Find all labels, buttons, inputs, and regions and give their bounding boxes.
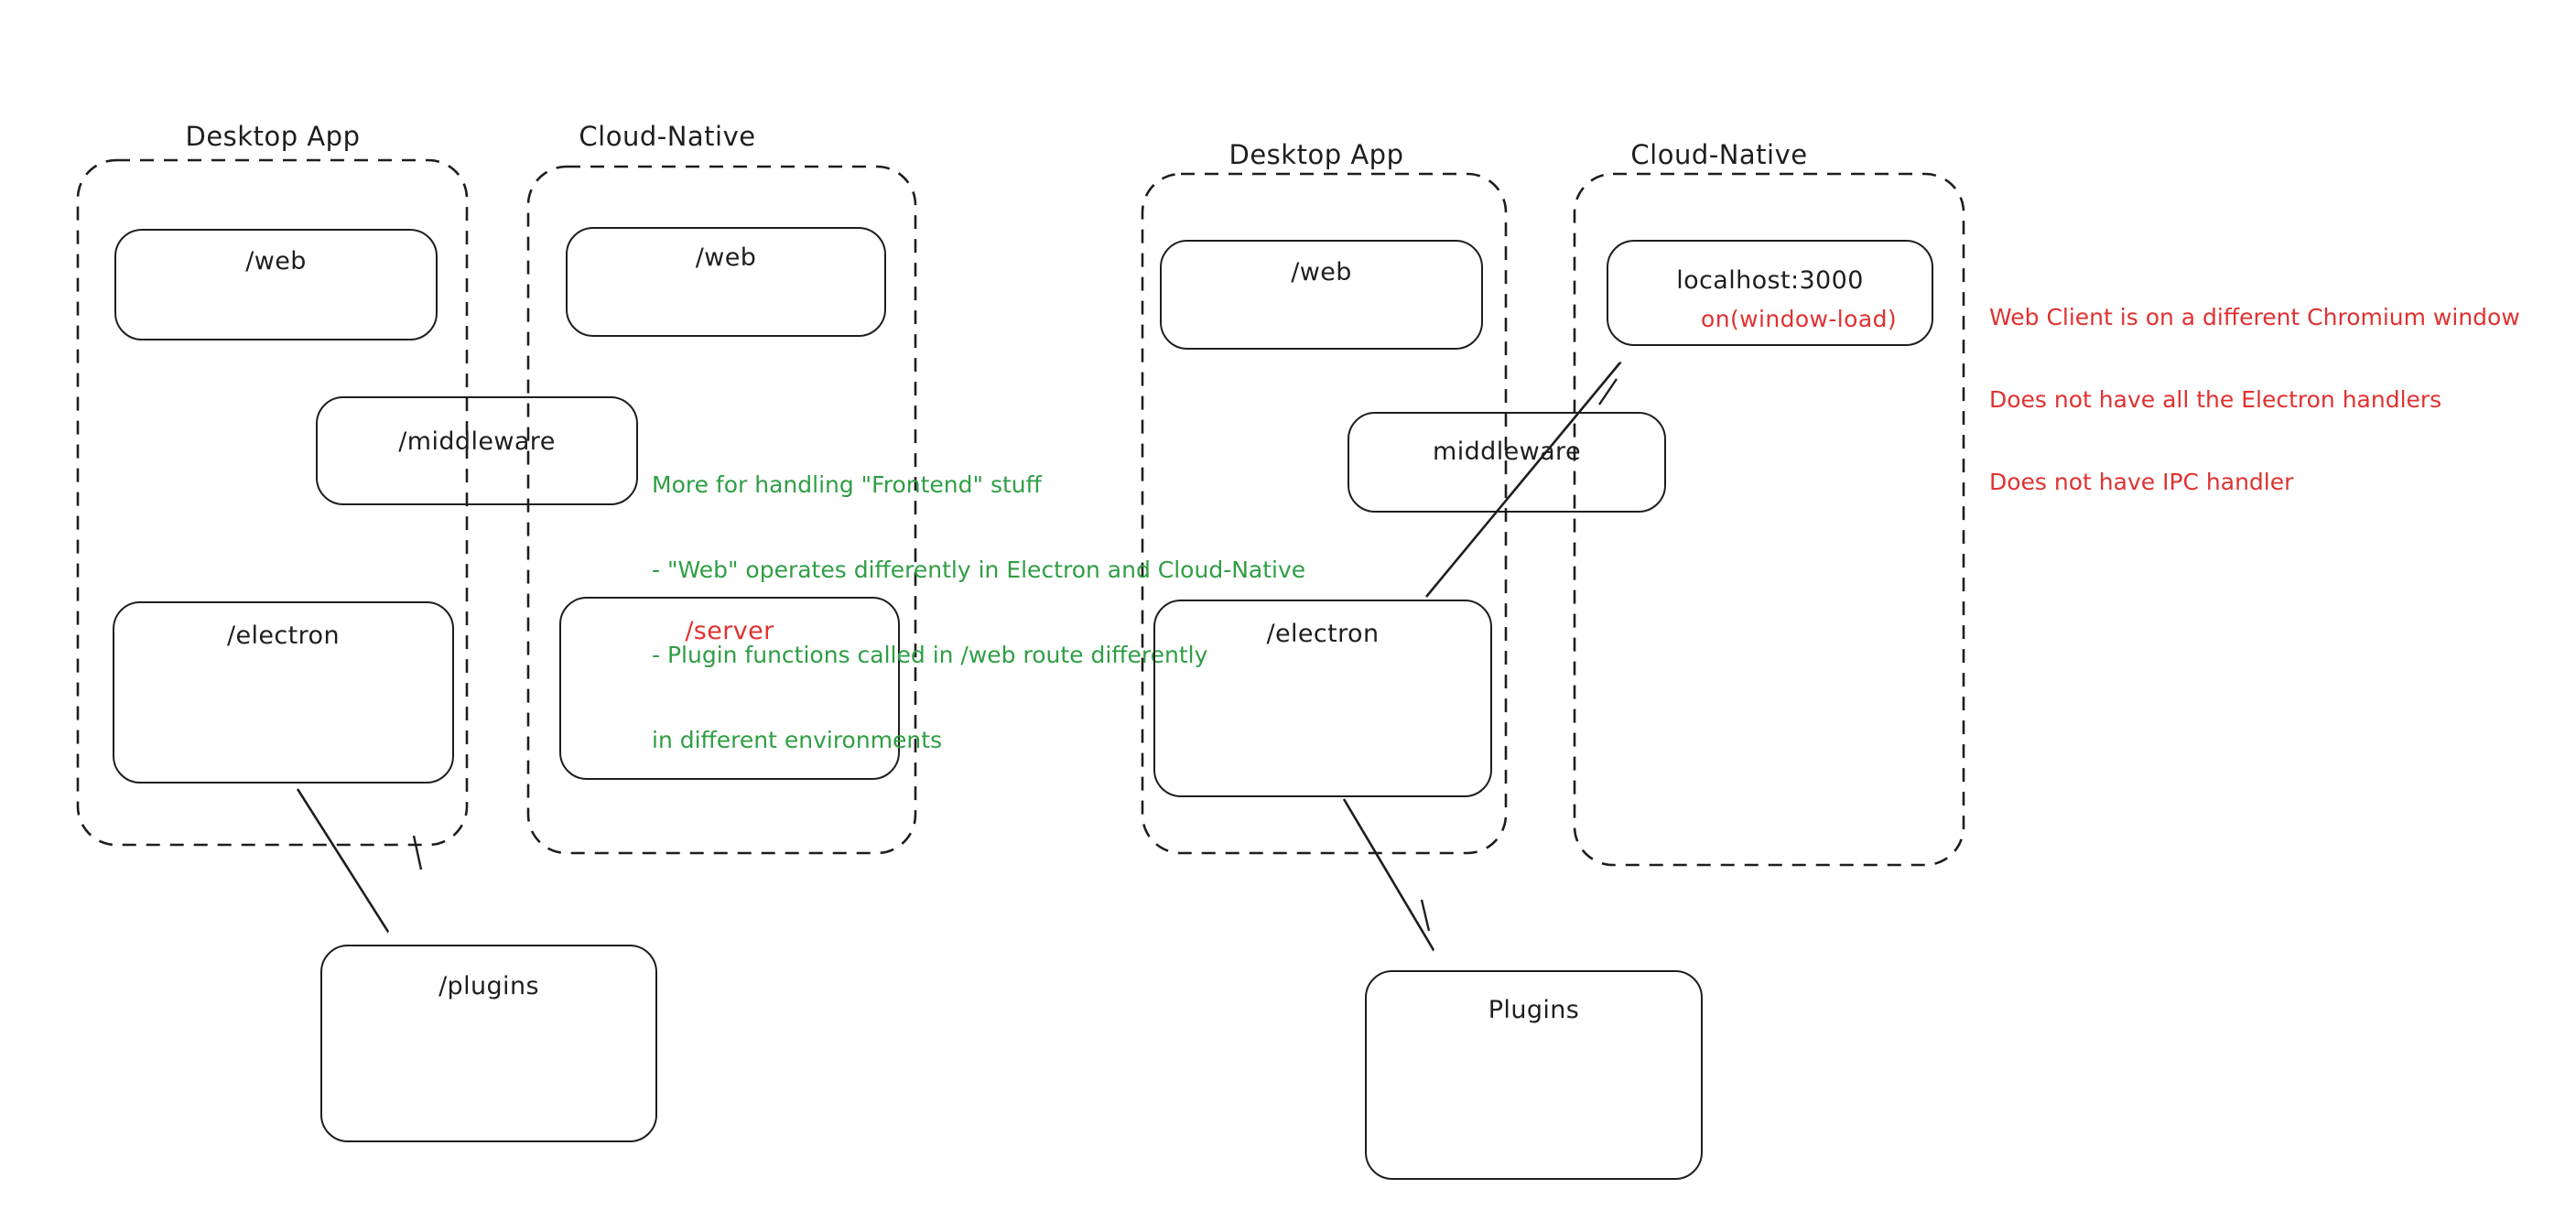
arrow-sketch-stroke: [1420, 899, 1431, 932]
green-annotation: More for handling "Frontend" stuff - "We…: [652, 414, 1305, 811]
right-plugins-box: Plugins: [1365, 970, 1703, 1180]
red-annotation: Web Client is on a different Chromium wi…: [1989, 249, 2520, 551]
left-desktop-web-label: /web: [245, 247, 307, 276]
right-localhost-box: localhost:3000 on(window-load): [1607, 240, 1933, 346]
red-annotation-line: Web Client is on a different Chromium wi…: [1989, 304, 2520, 330]
left-cloud-web-box: /web: [566, 227, 886, 337]
right-middleware-box: middleware: [1348, 412, 1666, 513]
green-annotation-line: in different environments: [652, 727, 943, 753]
left-middleware-box: /middleware: [316, 396, 638, 505]
left-server-box: /server: [559, 597, 900, 780]
green-annotation-line: More for handling "Frontend" stuff: [652, 471, 1042, 498]
right-cloud-native-title: Cloud-Native: [1630, 139, 1808, 170]
arrow-electron-to-plugins-right: [1342, 798, 1434, 950]
arrow-sketch-stroke: [412, 835, 423, 870]
left-desktop-web-box: /web: [114, 229, 438, 340]
window-load-handler-label: on(window-load): [1701, 306, 1897, 332]
container-cloud-native-left: [526, 165, 917, 855]
left-server-label: /server: [685, 617, 774, 645]
green-annotation-line: - Plugin functions called in /web route …: [652, 642, 1208, 668]
red-annotation-line: Does not have all the Electron handlers: [1989, 386, 2442, 413]
container-cloud-native-right: [1573, 172, 1965, 867]
right-electron-label: /electron: [1266, 620, 1380, 648]
container-desktop-app-right: [1141, 172, 1508, 855]
localhost-label: localhost:3000: [1676, 266, 1864, 295]
right-electron-box: /electron: [1153, 600, 1492, 797]
left-desktop-app-title: Desktop App: [185, 121, 361, 152]
right-desktop-web-label: /web: [1291, 258, 1352, 286]
right-desktop-web-box: /web: [1160, 240, 1483, 350]
right-desktop-app-title: Desktop App: [1228, 139, 1404, 170]
left-electron-box: /electron: [113, 601, 454, 784]
left-cloud-native-title: Cloud-Native: [579, 121, 756, 152]
right-middleware-label: middleware: [1433, 438, 1581, 466]
left-plugins-box: /plugins: [320, 945, 657, 1142]
left-cloud-web-label: /web: [695, 243, 757, 272]
arrow-electron-to-plugins-left: [296, 788, 388, 932]
container-desktop-app-left: [76, 158, 469, 847]
arrow-electron-to-localhost: [1424, 362, 1620, 598]
green-annotation-line: - "Web" operates differently in Electron…: [652, 557, 1306, 583]
red-annotation-line: Does not have IPC handler: [1989, 469, 2294, 495]
arrow-sketch-stroke: [1598, 378, 1618, 405]
left-electron-label: /electron: [227, 621, 340, 650]
left-plugins-label: /plugins: [438, 972, 539, 1000]
left-middleware-label: /middleware: [398, 427, 556, 456]
right-plugins-label: Plugins: [1488, 996, 1580, 1024]
